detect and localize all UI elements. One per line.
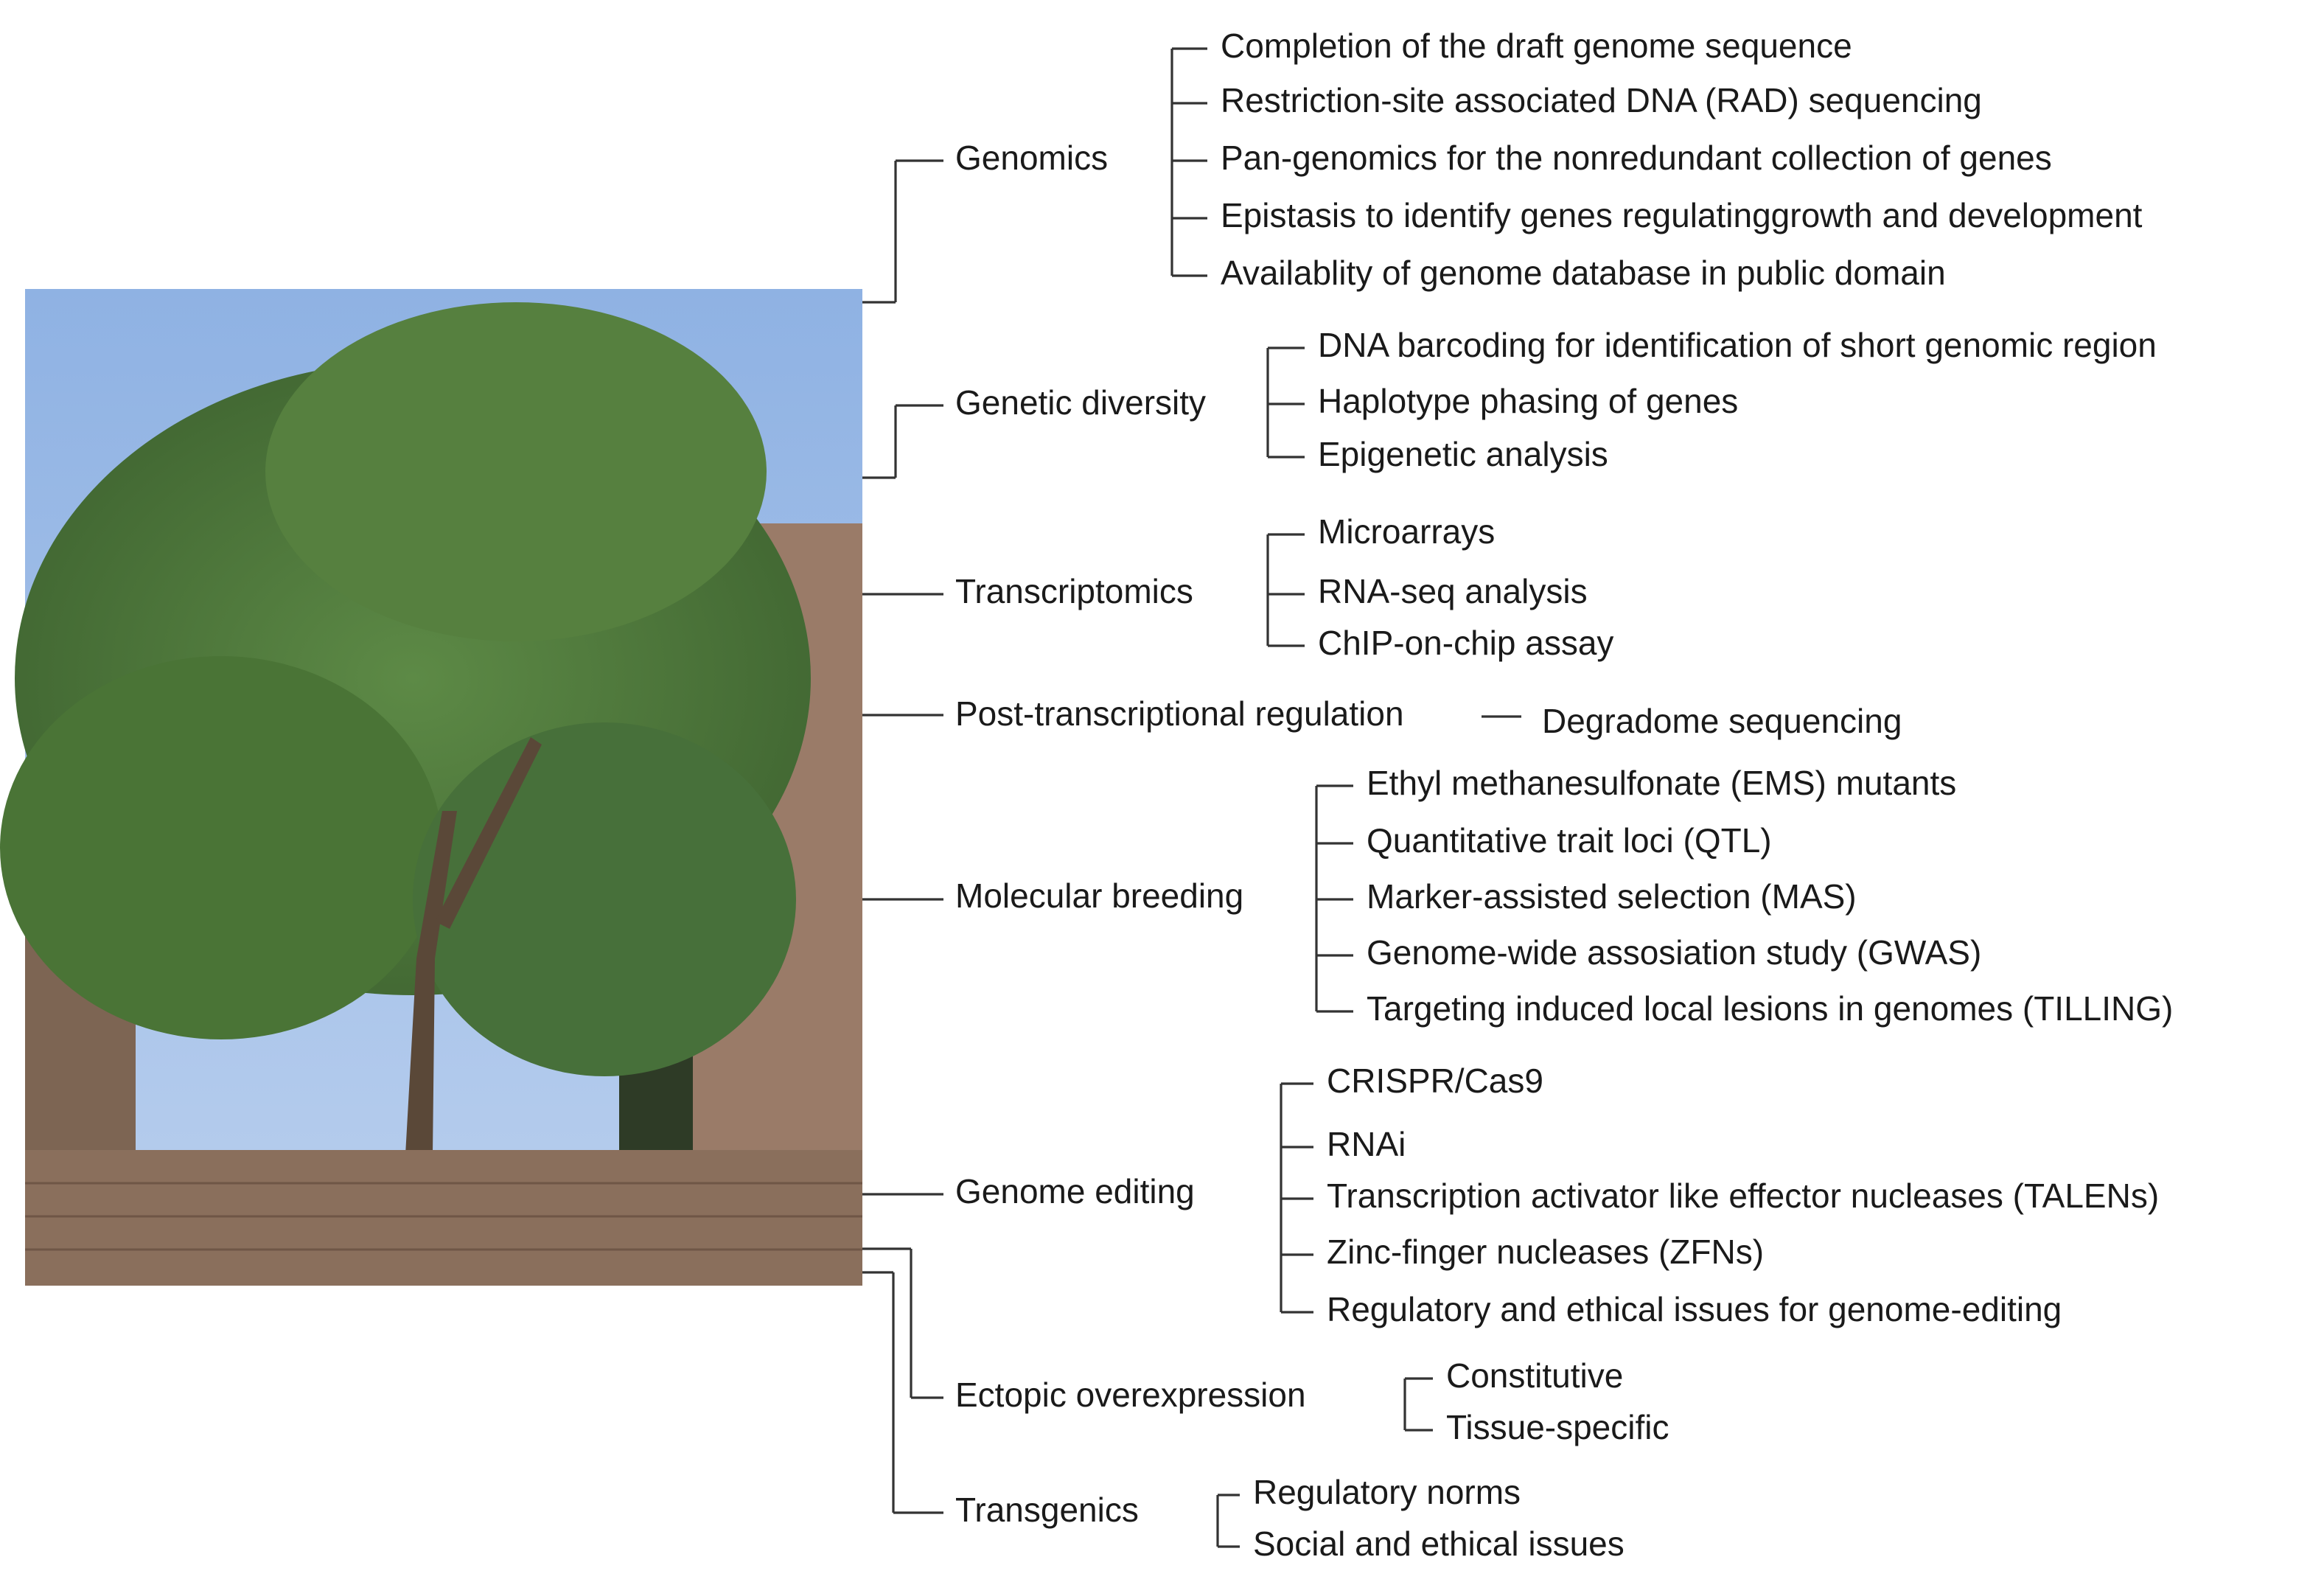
item-label-4-3: Genome-wide assosiation study (GWAS) bbox=[1367, 933, 1981, 972]
photo-foliage-right bbox=[413, 722, 796, 1076]
category-label-7: Transgenics bbox=[955, 1491, 1139, 1529]
connector-lines bbox=[862, 47, 1521, 1548]
photo-foliage-left bbox=[0, 656, 442, 1039]
item-label-0-0: Completion of the draft genome sequence bbox=[1221, 27, 1852, 65]
item-label-5-4: Regulatory and ethical issues for genome… bbox=[1327, 1290, 2062, 1328]
item-label-1-0: DNA barcoding for identification of shor… bbox=[1318, 326, 2157, 364]
item-label-2-1: RNA-seq analysis bbox=[1318, 572, 1588, 610]
photo-branch bbox=[435, 737, 542, 929]
category-label-6: Ectopic overexpression bbox=[955, 1376, 1306, 1414]
item-label-5-3: Zinc-finger nucleases (ZFNs) bbox=[1327, 1233, 1764, 1271]
category-label-5: Genome editing bbox=[955, 1172, 1195, 1210]
item-label-3-0: Degradome sequencing bbox=[1542, 702, 1902, 740]
item-label-6-1: Tissue-specific bbox=[1446, 1408, 1669, 1446]
item-label-7-0: Regulatory norms bbox=[1253, 1473, 1521, 1511]
item-label-1-1: Haplotype phasing of genes bbox=[1318, 382, 1738, 420]
item-label-0-4: Availablity of genome database in public… bbox=[1221, 254, 1946, 292]
category-label-0: Genomics bbox=[955, 139, 1108, 177]
item-label-7-1: Social and ethical issues bbox=[1253, 1524, 1625, 1563]
item-label-2-2: ChIP-on-chip assay bbox=[1318, 624, 1613, 662]
photo-foliage-top bbox=[265, 302, 767, 641]
labels-layer: Genomics Completion of the draft genome s… bbox=[955, 27, 2173, 1563]
item-label-5-2: Transcription activator like effector nu… bbox=[1327, 1177, 2159, 1215]
category-label-3: Post-transcriptional regulation bbox=[955, 694, 1404, 733]
item-label-4-0: Ethyl methanesulfonate (EMS) mutants bbox=[1367, 764, 1956, 802]
photo-wall bbox=[25, 1150, 862, 1286]
item-label-4-4: Targeting induced local lesions in genom… bbox=[1367, 989, 2173, 1028]
item-label-0-1: Restriction-site associated DNA (RAD) se… bbox=[1221, 81, 1982, 119]
item-label-1-2: Epigenetic analysis bbox=[1318, 435, 1608, 473]
item-label-5-1: RNAi bbox=[1327, 1125, 1406, 1163]
category-label-4: Molecular breeding bbox=[955, 877, 1243, 915]
item-label-4-1: Quantitative trait loci (QTL) bbox=[1367, 821, 1772, 860]
item-label-6-0: Constitutive bbox=[1446, 1356, 1623, 1395]
category-label-1: Genetic diversity bbox=[955, 383, 1206, 422]
category-label-2: Transcriptomics bbox=[955, 572, 1193, 610]
item-label-2-0: Microarrays bbox=[1318, 512, 1495, 551]
item-label-5-0: CRISPR/Cas9 bbox=[1327, 1062, 1543, 1100]
item-label-0-2: Pan-genomics for the nonredundant collec… bbox=[1221, 139, 2052, 177]
tree-photo bbox=[0, 289, 862, 1286]
item-label-0-3: Epistasis to identify genes regulatinggr… bbox=[1221, 196, 2143, 234]
item-label-4-2: Marker-assisted selection (MAS) bbox=[1367, 877, 1857, 916]
photo-wall-joints bbox=[25, 1182, 862, 1251]
